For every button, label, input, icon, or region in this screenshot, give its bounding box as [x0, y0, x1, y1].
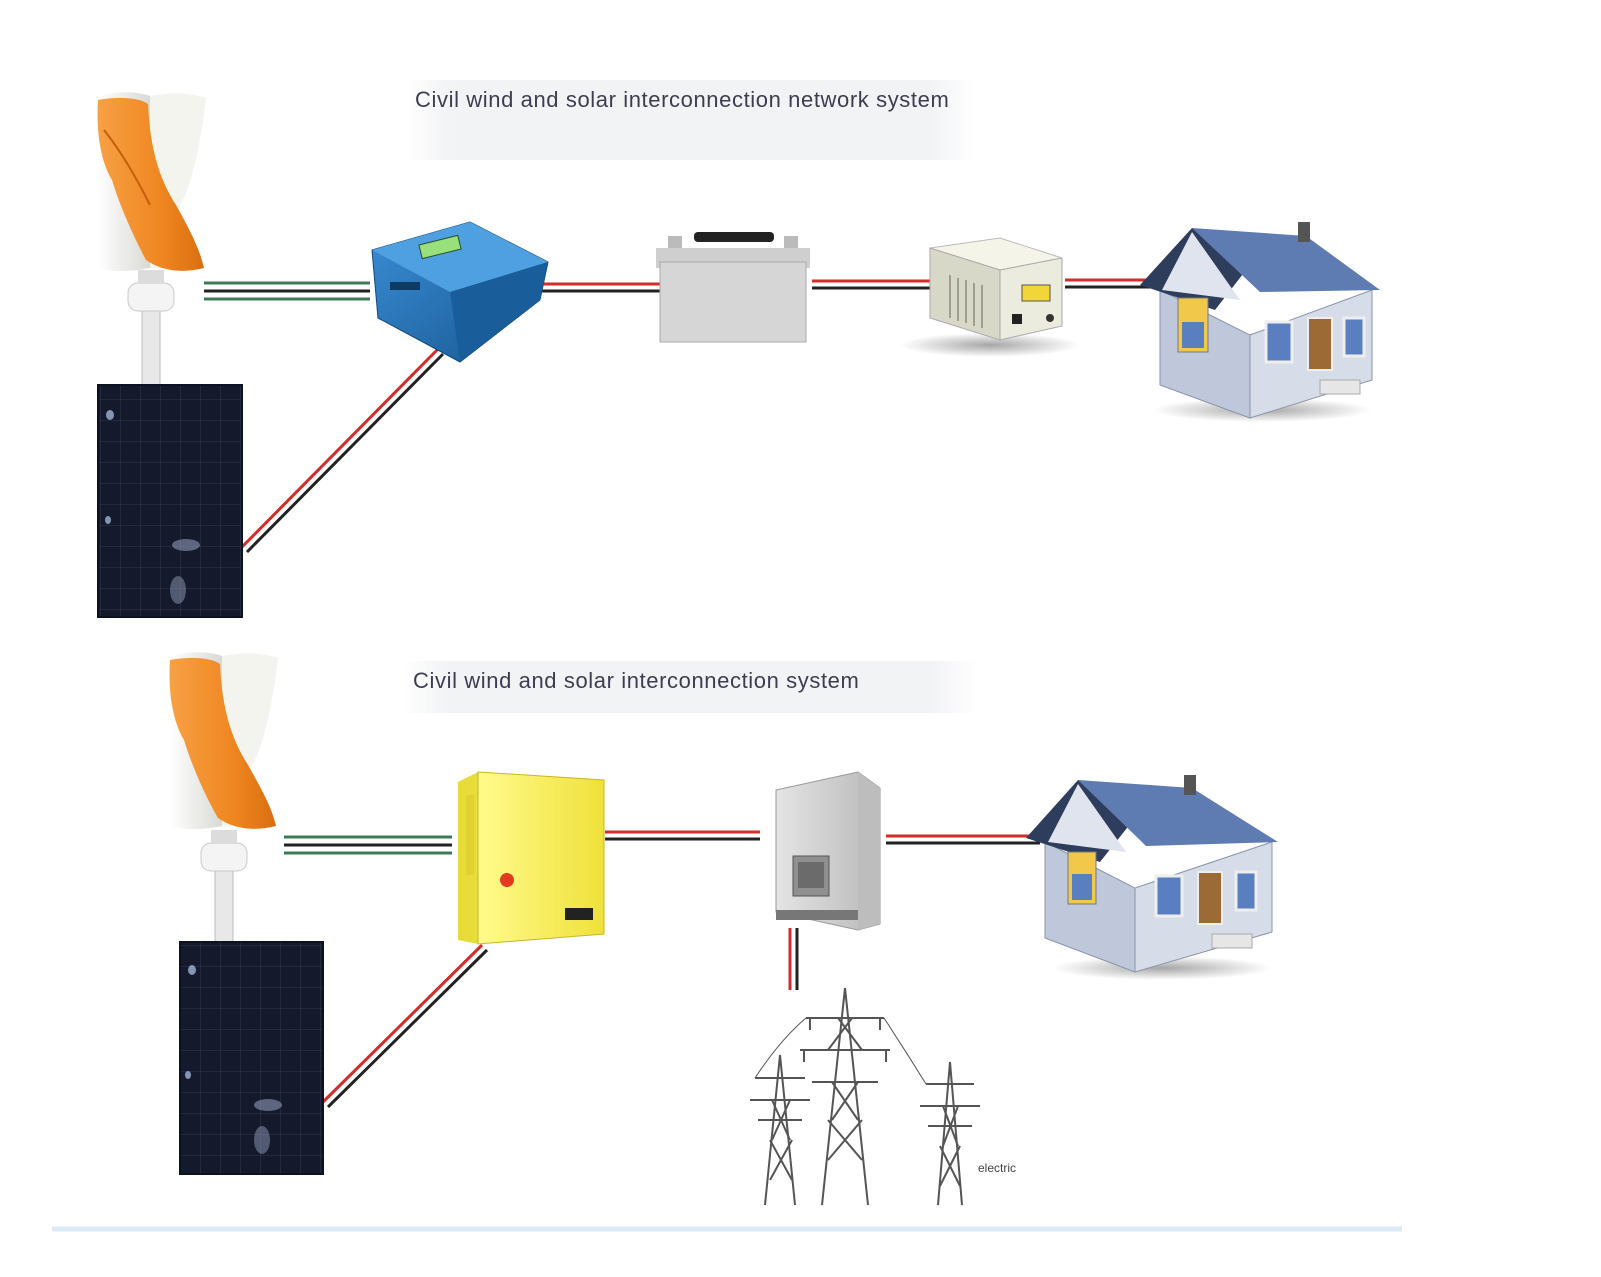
house-icon: [1140, 222, 1380, 422]
wire-turbine-to-controller: [204, 281, 370, 301]
wind-turbine-icon: [169, 652, 278, 943]
diagram-title-bottom: Civil wind and solar interconnection sys…: [403, 661, 978, 713]
battery-icon: [656, 232, 810, 343]
house-icon: [1026, 775, 1278, 980]
solar-panel-icon: [97, 384, 243, 618]
wire-solar-to-controller: [240, 347, 445, 554]
wire-controller-to-battery: [540, 282, 660, 293]
solar-panel-icon: [179, 941, 324, 1175]
wire-turbine-to-hybrid: [284, 835, 452, 855]
charge-controller-icon: [371, 221, 549, 363]
wire-battery-to-inverter: [812, 279, 940, 290]
off-grid-inverter-icon: [900, 237, 1080, 357]
wire-hybrid-to-grid-inverter: [605, 830, 760, 841]
hybrid-controller-icon: [458, 771, 605, 945]
wire-grid-inverter-to-house: [886, 834, 1040, 845]
power-tower-icon: [750, 987, 980, 1206]
grid-tie-inverter-icon: [775, 771, 881, 931]
wire-solar-to-hybrid: [321, 943, 489, 1109]
grid-label: electric: [978, 1161, 1017, 1175]
diagram-title-top: Civil wind and solar interconnection net…: [405, 80, 975, 160]
wire-inverter-to-house: [1065, 278, 1150, 289]
wind-turbine-icon: [97, 92, 206, 387]
wire-grid-inverter-to-tower: [788, 928, 799, 990]
